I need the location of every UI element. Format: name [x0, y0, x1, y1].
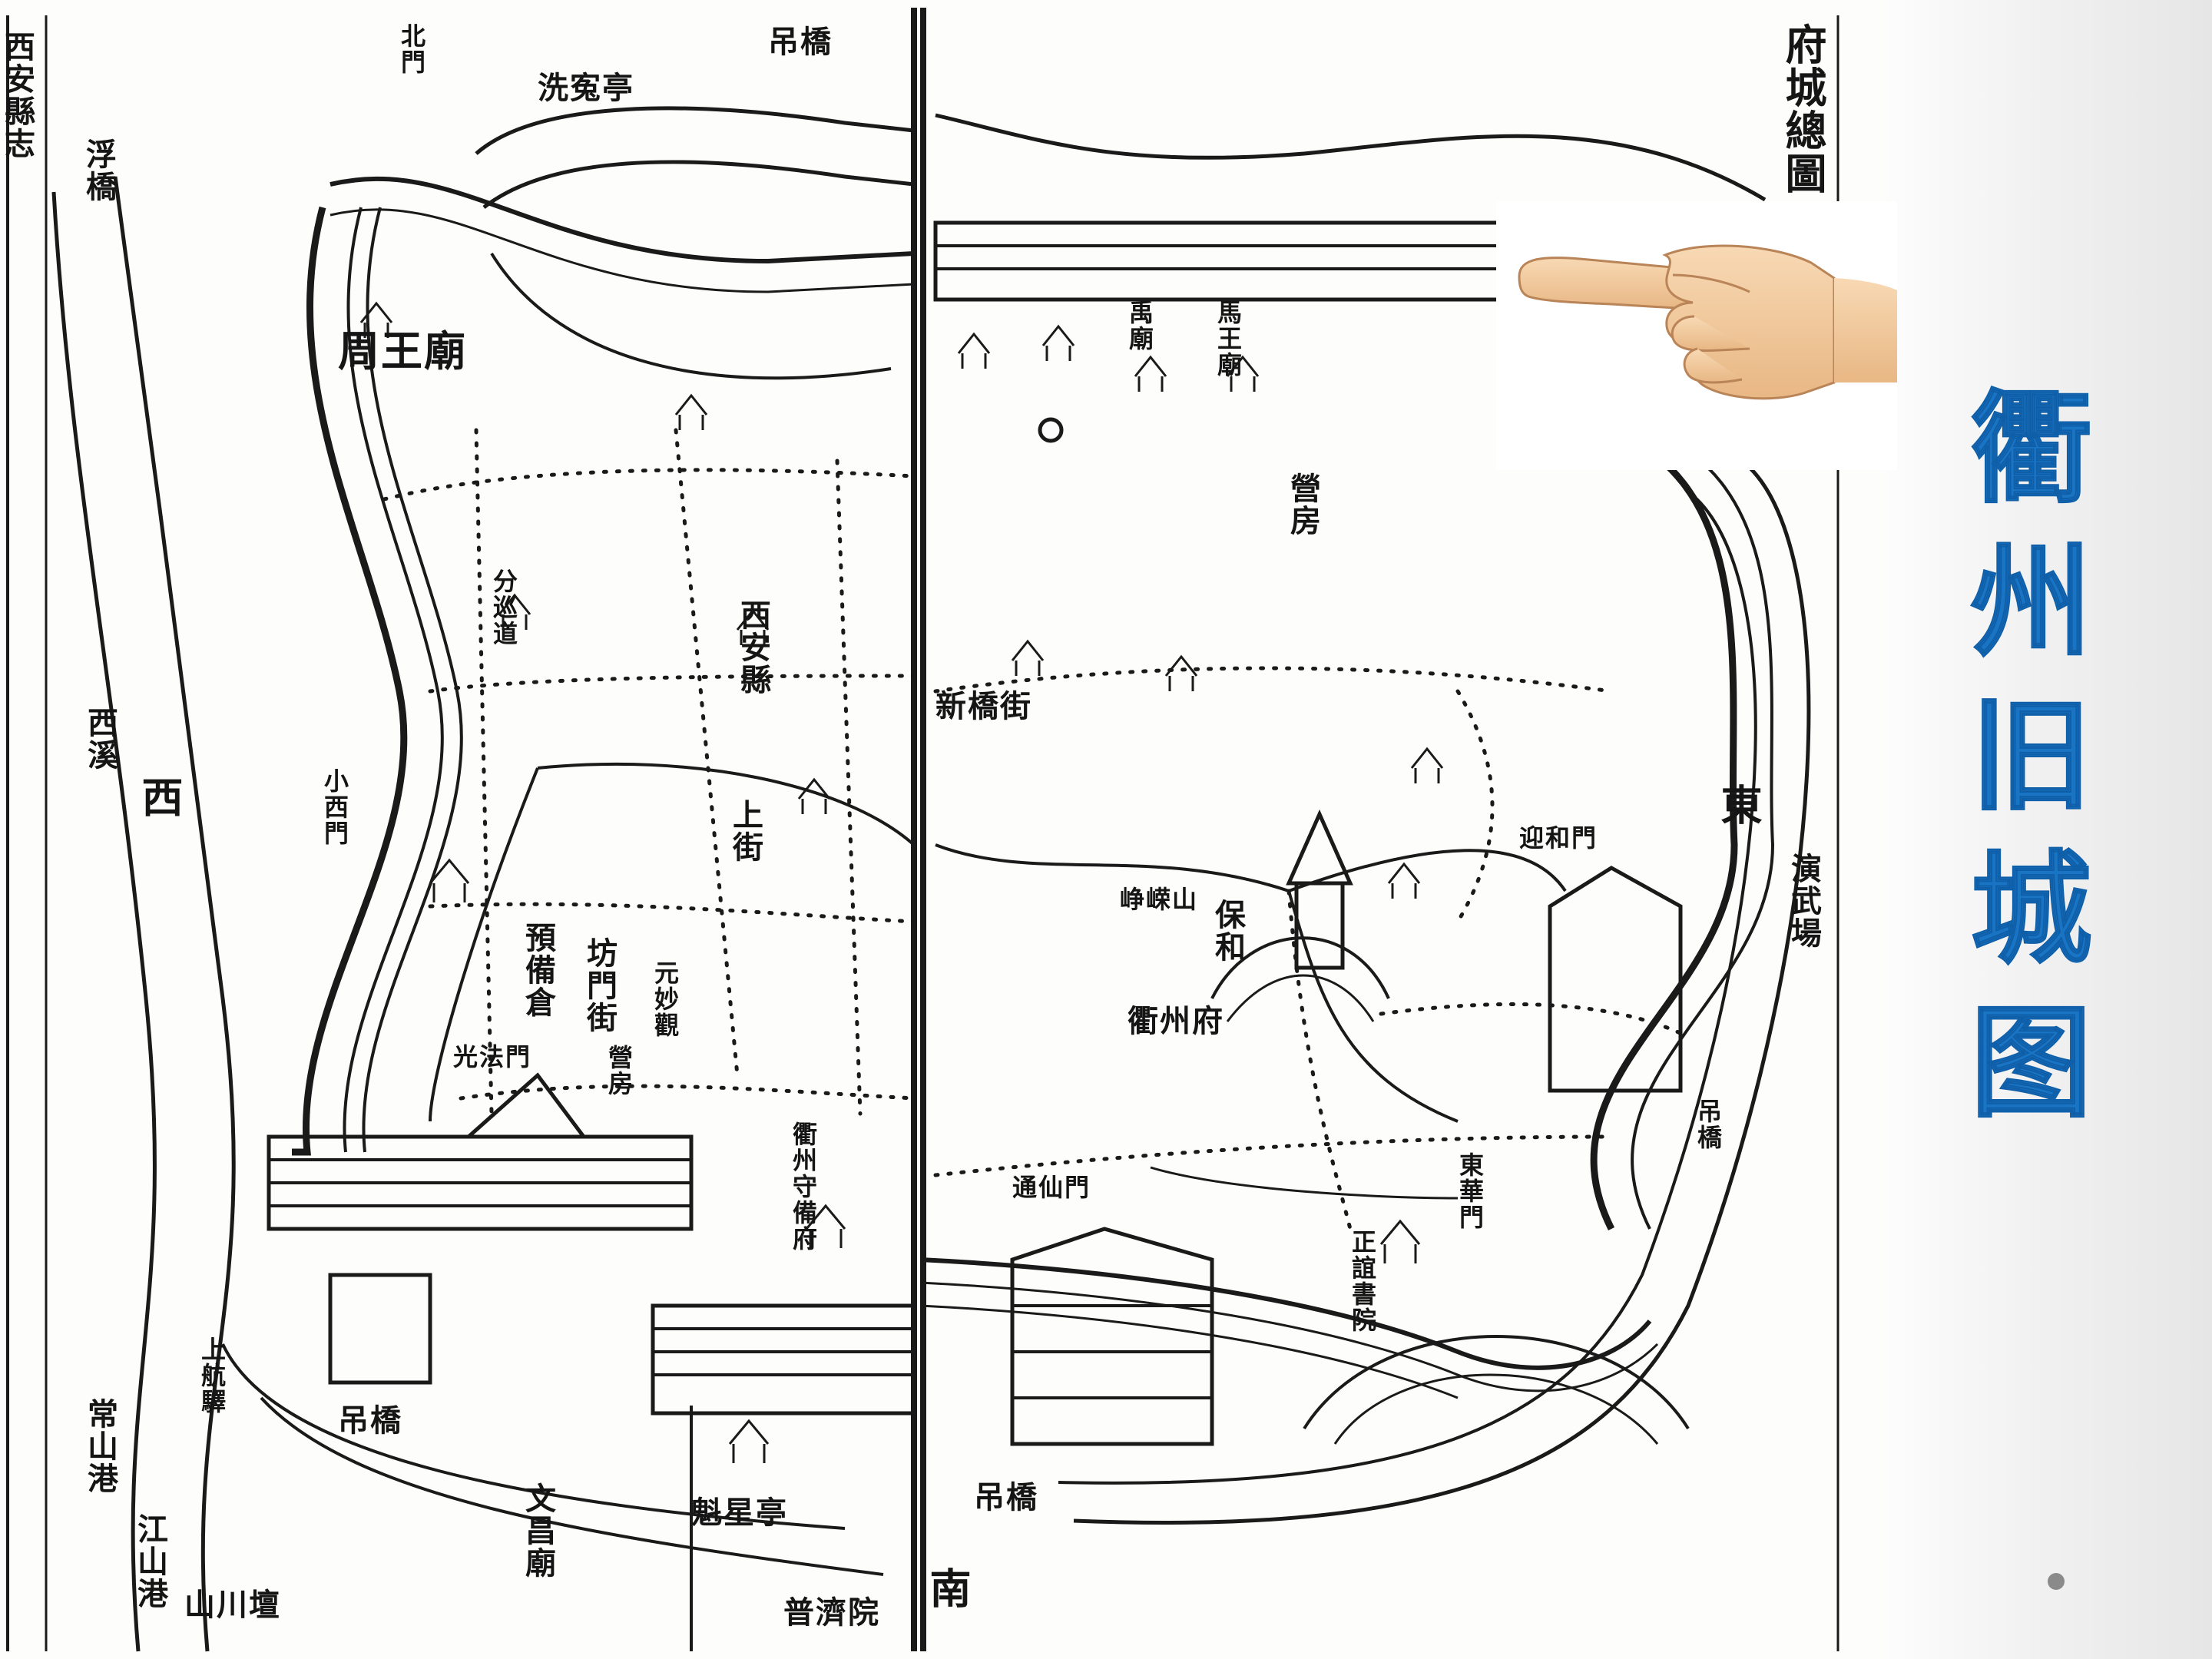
label-kuixing-pavilion: 魁星亭 — [691, 1495, 788, 1531]
slide-title: 衢州旧城图 — [1949, 383, 2091, 1153]
label-xi-an-county: 西安縣 — [735, 599, 771, 696]
label-west-market: 分巡道 — [489, 568, 518, 647]
label-south: 南 — [922, 1567, 972, 1610]
label-training-ground: 演武場 — [1786, 853, 1822, 949]
label-hill: 峥嵘山 — [1120, 885, 1199, 914]
label-east-gate: 東華門 — [1455, 1152, 1485, 1230]
label-bridge-south-right: 吊橋 — [974, 1479, 1038, 1515]
label-archway: 坊門街 — [581, 937, 618, 1034]
label-xiaoxi-gate: 小西門 — [320, 768, 349, 846]
label-yingheng-gate: 迎和門 — [1519, 823, 1598, 853]
label-yu-temple: 禹廟 — [1125, 300, 1154, 352]
label-yuanmiao: 元妙觀 — [651, 960, 680, 1038]
label-baohe: 保和 — [1210, 899, 1246, 963]
label-pavilion-north: 洗寃亭 — [538, 70, 634, 106]
label-zhengyi-academy: 正誼書院 — [1348, 1229, 1377, 1333]
label-temple-zhou: 周王廟 — [338, 326, 467, 376]
label-quzhou-prefecture: 衢州府 — [1128, 1003, 1224, 1039]
map-left-page: 西安縣志 浮橋 洗寃亭 吊橋 周王廟 西溪 西 分巡道 上街 坊門街 預備倉 營… — [0, 0, 920, 1659]
label-east: 東 — [1714, 783, 1763, 826]
label-bridge-north: 吊橋 — [768, 24, 833, 60]
label-lane: 上街 — [727, 799, 763, 863]
label-bridge-diao-east: 吊橋 — [1694, 1098, 1723, 1151]
label-camp-right: 營房 — [1285, 472, 1321, 537]
label-north-gate: 北門 — [397, 23, 426, 75]
label-shangzheng: 上航驛 — [197, 1336, 227, 1415]
label-wenchang-temple: 文昌廟 — [520, 1482, 556, 1579]
pointing-hand-icon — [1496, 201, 1897, 470]
label-prefecture-garrison: 衢州守備府 — [789, 1121, 818, 1252]
label-bridge-nw: 浮橋 — [81, 138, 117, 203]
label-puji-yuan: 普濟院 — [783, 1594, 880, 1631]
label-bridge-south-left: 吊橋 — [338, 1402, 402, 1439]
left-margin-title: 西安縣志 — [0, 31, 35, 160]
label-gate-guangfa: 光法門 — [453, 1042, 532, 1071]
map-right-drawing — [920, 8, 1839, 1651]
label-ma-wang-temple: 馬王廟 — [1214, 300, 1243, 378]
right-margin-title: 府城總圖 — [1778, 23, 1827, 195]
label-shanchuan-tan: 山川壇 — [184, 1587, 281, 1623]
page-indicator-dot — [2048, 1573, 2065, 1590]
map-left-drawing — [6, 8, 917, 1652]
label-tongxian-gate: 通仙門 — [1012, 1173, 1091, 1202]
label-changshan-gang: 常山港 — [82, 1398, 118, 1495]
label-west-river: 西溪 — [82, 707, 118, 771]
label-west: 西 — [134, 776, 184, 819]
label-bridge-new: 新橋街 — [935, 688, 1032, 724]
label-sub-prefecture: 預備倉 — [520, 922, 556, 1018]
label-jiangshan-gang: 江山港 — [132, 1513, 168, 1610]
label-camp-left: 營房 — [604, 1045, 634, 1097]
